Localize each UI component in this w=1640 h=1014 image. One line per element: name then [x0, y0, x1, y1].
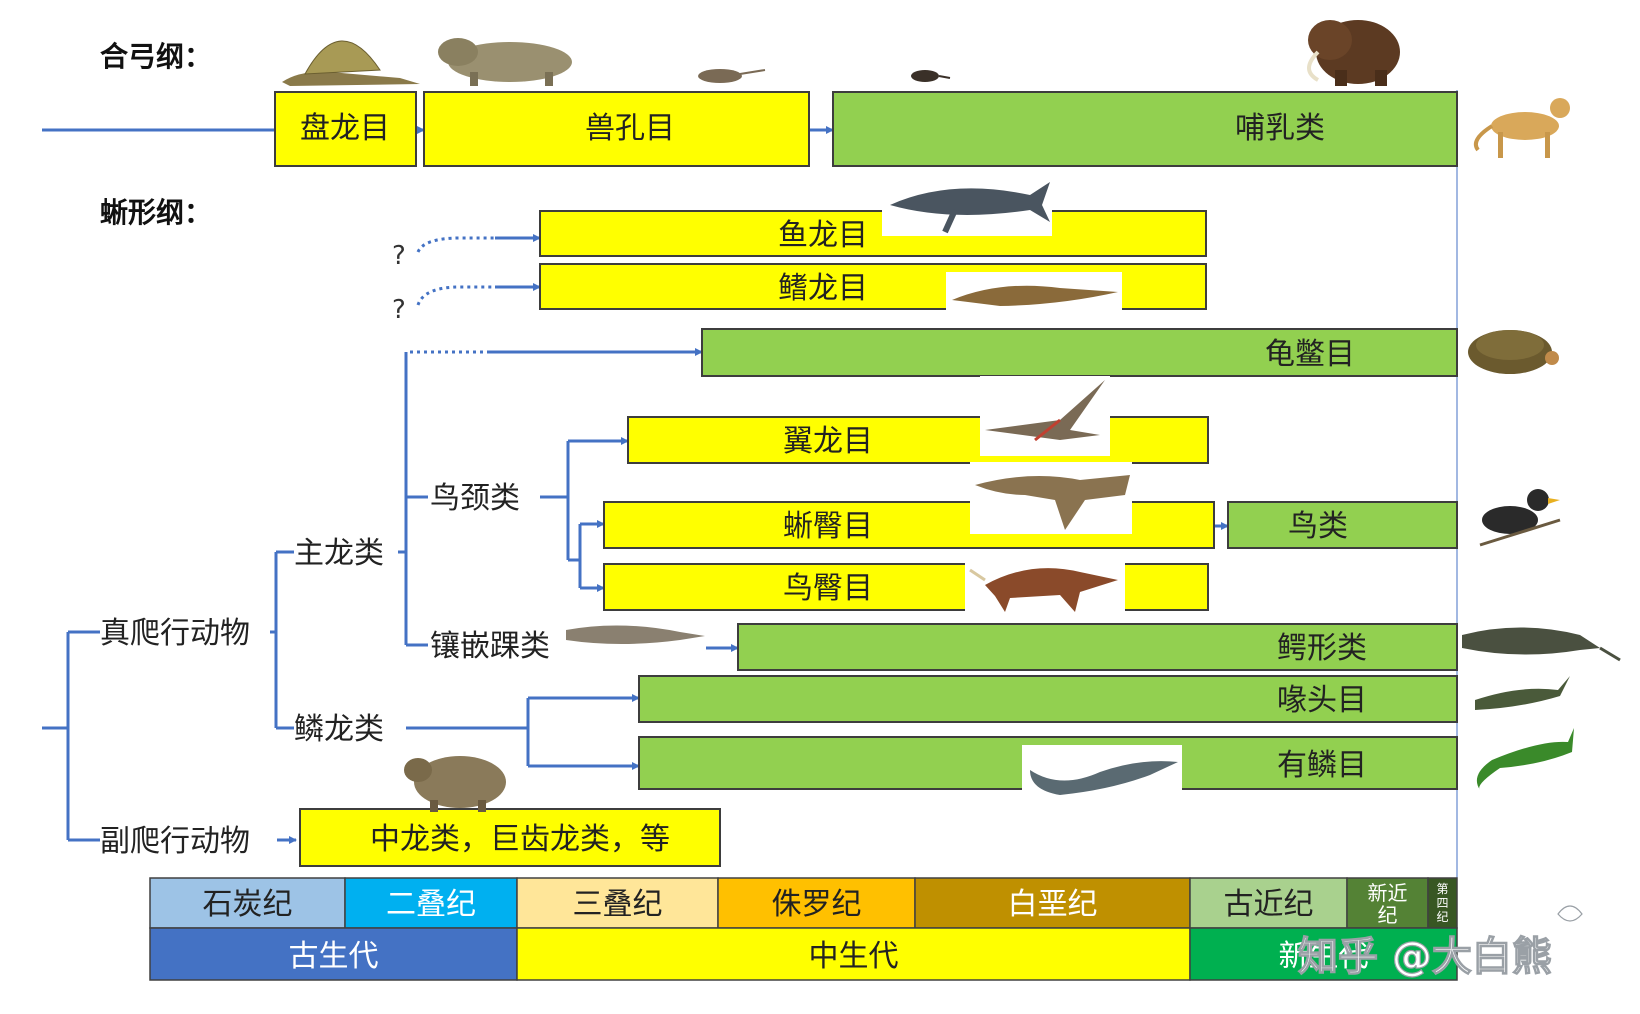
svg-text:兽孔目: 兽孔目 [585, 111, 675, 146]
svg-text:鸟臀目: 鸟臀目 [783, 571, 873, 606]
dimetrodon-icon [282, 40, 420, 86]
mammoth-icon [1307, 20, 1400, 86]
header-synapsida: 合弓纲： [100, 40, 212, 73]
therapsid-icon [438, 38, 572, 86]
uncertain-lines [410, 236, 495, 354]
svg-text:鳍龙目: 鳍龙目 [778, 271, 868, 306]
shrew-icon [911, 70, 951, 82]
tree-lines [42, 126, 1229, 844]
label-parareptilia: 副爬行动物 [100, 824, 250, 859]
era-1: 中生代 [516, 927, 1191, 981]
label-ornithodira: 鸟颈类 [430, 481, 520, 516]
pterosaur-icon [980, 376, 1110, 456]
box-ichthyosauria: 鱼龙目 [539, 210, 1207, 257]
question-mark-2: ? [392, 295, 406, 325]
triceratops-icon [965, 556, 1125, 614]
watermark: 知乎 @大白熊 [1297, 905, 1583, 981]
crocodile-icon [1462, 627, 1621, 662]
cheetah-icon [1473, 98, 1570, 158]
svg-text:鸟类: 鸟类 [1288, 509, 1348, 544]
period-4: 白垩纪 [914, 877, 1191, 929]
trex-icon [970, 462, 1132, 534]
period-label: 白垩纪 [1008, 887, 1098, 922]
era-label: 新生代 [1279, 939, 1369, 974]
period-3: 侏罗纪 [717, 877, 916, 929]
period-label: 石炭纪 [203, 887, 293, 922]
box-pelycosauria: 盘龙目 [274, 91, 417, 167]
iguana-icon [1476, 728, 1574, 790]
label-pseudosuchia: 镶嵌踝类 [430, 629, 550, 664]
period-label: 新近纪 [1368, 881, 1408, 927]
label-archosauria: 主龙类 [294, 536, 384, 571]
box-testudines: 龟鳖目 [701, 328, 1458, 377]
period-6: 新近纪 [1346, 877, 1429, 929]
box-rhynchocephalia: 喙头目 [638, 675, 1458, 723]
svg-text:哺乳类: 哺乳类 [1235, 111, 1325, 146]
svg-text:龟鳖目: 龟鳖目 [1265, 337, 1355, 372]
period-7: 第四纪 [1427, 877, 1458, 929]
label-lepidosauria: 鳞龙类 [294, 712, 384, 747]
era-row: 古生代 中生代 新生代 [149, 927, 1458, 981]
box-pterosauria: 翼龙目 [627, 416, 1209, 464]
svg-text:知乎 @大白熊: 知乎 @大白熊 [1298, 934, 1552, 980]
era-label: 古生代 [289, 939, 379, 974]
period-label: 第四纪 [1436, 882, 1448, 924]
svg-text:喙头目: 喙头目 [1277, 683, 1367, 718]
svg-text:鱼龙目: 鱼龙目 [778, 218, 868, 253]
box-parareptilia-groups: 中龙类，巨齿龙类，等 [299, 808, 721, 867]
plesiosaur-icon [946, 272, 1122, 314]
box-crocodylomorpha: 鳄形类 [737, 623, 1458, 671]
era-0: 古生代 [149, 927, 518, 981]
box-mammalia: 哺乳类 [832, 91, 1458, 167]
svg-text:中龙类，巨齿龙类，等: 中龙类，巨齿龙类，等 [370, 822, 670, 857]
svg-text:盘龙目: 盘龙目 [300, 111, 390, 146]
mosasaur-icon [1022, 745, 1182, 795]
era-2: 新生代 [1189, 927, 1458, 981]
period-label: 二叠纪 [386, 887, 476, 922]
svg-text:蜥臀目: 蜥臀目 [783, 509, 873, 544]
period-label: 古近纪 [1224, 887, 1314, 922]
ichthyosaur-icon [882, 180, 1052, 236]
scutosaurus-icon [404, 756, 506, 812]
tuatara-icon [1475, 676, 1570, 710]
label-eureptilia: 真爬行动物 [100, 616, 250, 651]
period-label: 侏罗纪 [772, 887, 862, 922]
period-row: 石炭纪 二叠纪 三叠纪 侏罗纪 白垩纪 古近纪 新近纪 第四纪 [149, 877, 1458, 929]
svg-text:翼龙目: 翼龙目 [783, 424, 873, 459]
svg-text:有鳞目: 有鳞目 [1277, 748, 1367, 783]
header-sauropsida: 蜥形纲： [100, 196, 212, 229]
box-aves: 鸟类 [1227, 501, 1458, 549]
period-label: 三叠纪 [573, 887, 663, 922]
small-mammal-icon [698, 69, 766, 83]
myna-bird-icon [1479, 489, 1561, 547]
box-therapsida: 兽孔目 [423, 91, 810, 167]
era-label: 中生代 [809, 939, 899, 974]
question-mark-1: ? [392, 241, 406, 271]
period-2: 三叠纪 [516, 877, 719, 929]
period-0: 石炭纪 [149, 877, 346, 929]
turtle-icon [1468, 330, 1559, 374]
svg-text:鳄形类: 鳄形类 [1277, 631, 1367, 666]
period-5: 古近纪 [1189, 877, 1348, 929]
phytosaur-icon [566, 625, 705, 644]
period-1: 二叠纪 [344, 877, 518, 929]
